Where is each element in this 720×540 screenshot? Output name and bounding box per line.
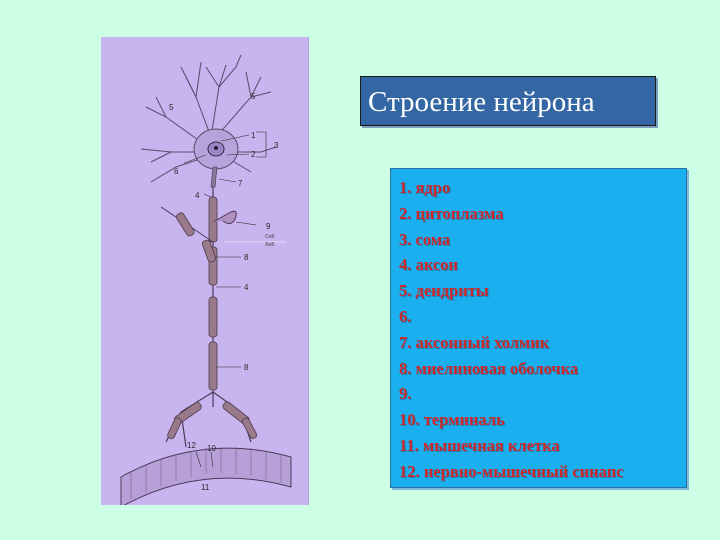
label-3: 3: [274, 141, 279, 150]
terminal-myelin: [167, 401, 258, 440]
axon-hillock: [210, 166, 218, 188]
label-1: 1: [251, 131, 256, 140]
muscle-cell: [120, 447, 292, 505]
neuron-drawing: 5 5 1 2 3 6 7 4 9 СнБ ЯнБ 8 4 8 12 10 11: [120, 54, 292, 505]
legend-item: 6.: [399, 306, 412, 326]
label-12: 12: [187, 441, 196, 450]
muscle-striations: [130, 447, 282, 499]
label-11: 11: [201, 483, 210, 492]
label-6: 6: [174, 167, 179, 176]
legend-item: 4. аксон: [399, 255, 458, 275]
legend-item: 2. цитоплазма: [399, 203, 504, 223]
label-4-middle: 4: [244, 283, 249, 292]
label-4-top: 4: [195, 191, 200, 200]
legend-item: 3. сома: [399, 229, 451, 249]
legend-item: 1. ядро: [399, 178, 451, 197]
legend-item: 9.: [399, 384, 412, 404]
label-5-right: 5: [251, 92, 256, 101]
legend-item: 11. мышечная клетка: [399, 435, 560, 455]
small-text-1: СнБ: [265, 234, 275, 240]
leader-lines: [183, 131, 267, 468]
synapse-9: [212, 210, 237, 225]
legend-item: 12. нервно-мышечный синапс: [399, 461, 624, 481]
label-9: 9: [266, 222, 271, 231]
label-7: 7: [238, 179, 243, 188]
legend-box: 1. ядро 2. цитоплазма 3. сома 4. аксон 5…: [390, 168, 687, 488]
slide-title: Строение нейрона: [360, 76, 656, 126]
label-10: 10: [207, 444, 216, 453]
legend-list: 1. ядро 2. цитоплазма 3. сома 4. аксон 5…: [399, 175, 686, 485]
small-text-2: ЯнБ: [265, 242, 275, 248]
neuron-diagram: 5 5 1 2 3 6 7 4 9 СнБ ЯнБ 8 4 8 12 10 11: [101, 37, 309, 505]
collateral-myelin: [175, 212, 217, 263]
legend-item: 5. дендриты: [399, 281, 489, 301]
label-8-top: 8: [244, 253, 249, 262]
legend-item: 10. терминаль: [399, 410, 505, 430]
label-5-left: 5: [169, 103, 174, 112]
label-2: 2: [251, 150, 256, 159]
legend-item: 8. миелиновая оболочка: [399, 358, 579, 378]
label-8-bottom: 8: [244, 363, 249, 372]
legend-item: 7. аксонный холмик: [399, 332, 550, 352]
nucleolus: [214, 146, 218, 150]
